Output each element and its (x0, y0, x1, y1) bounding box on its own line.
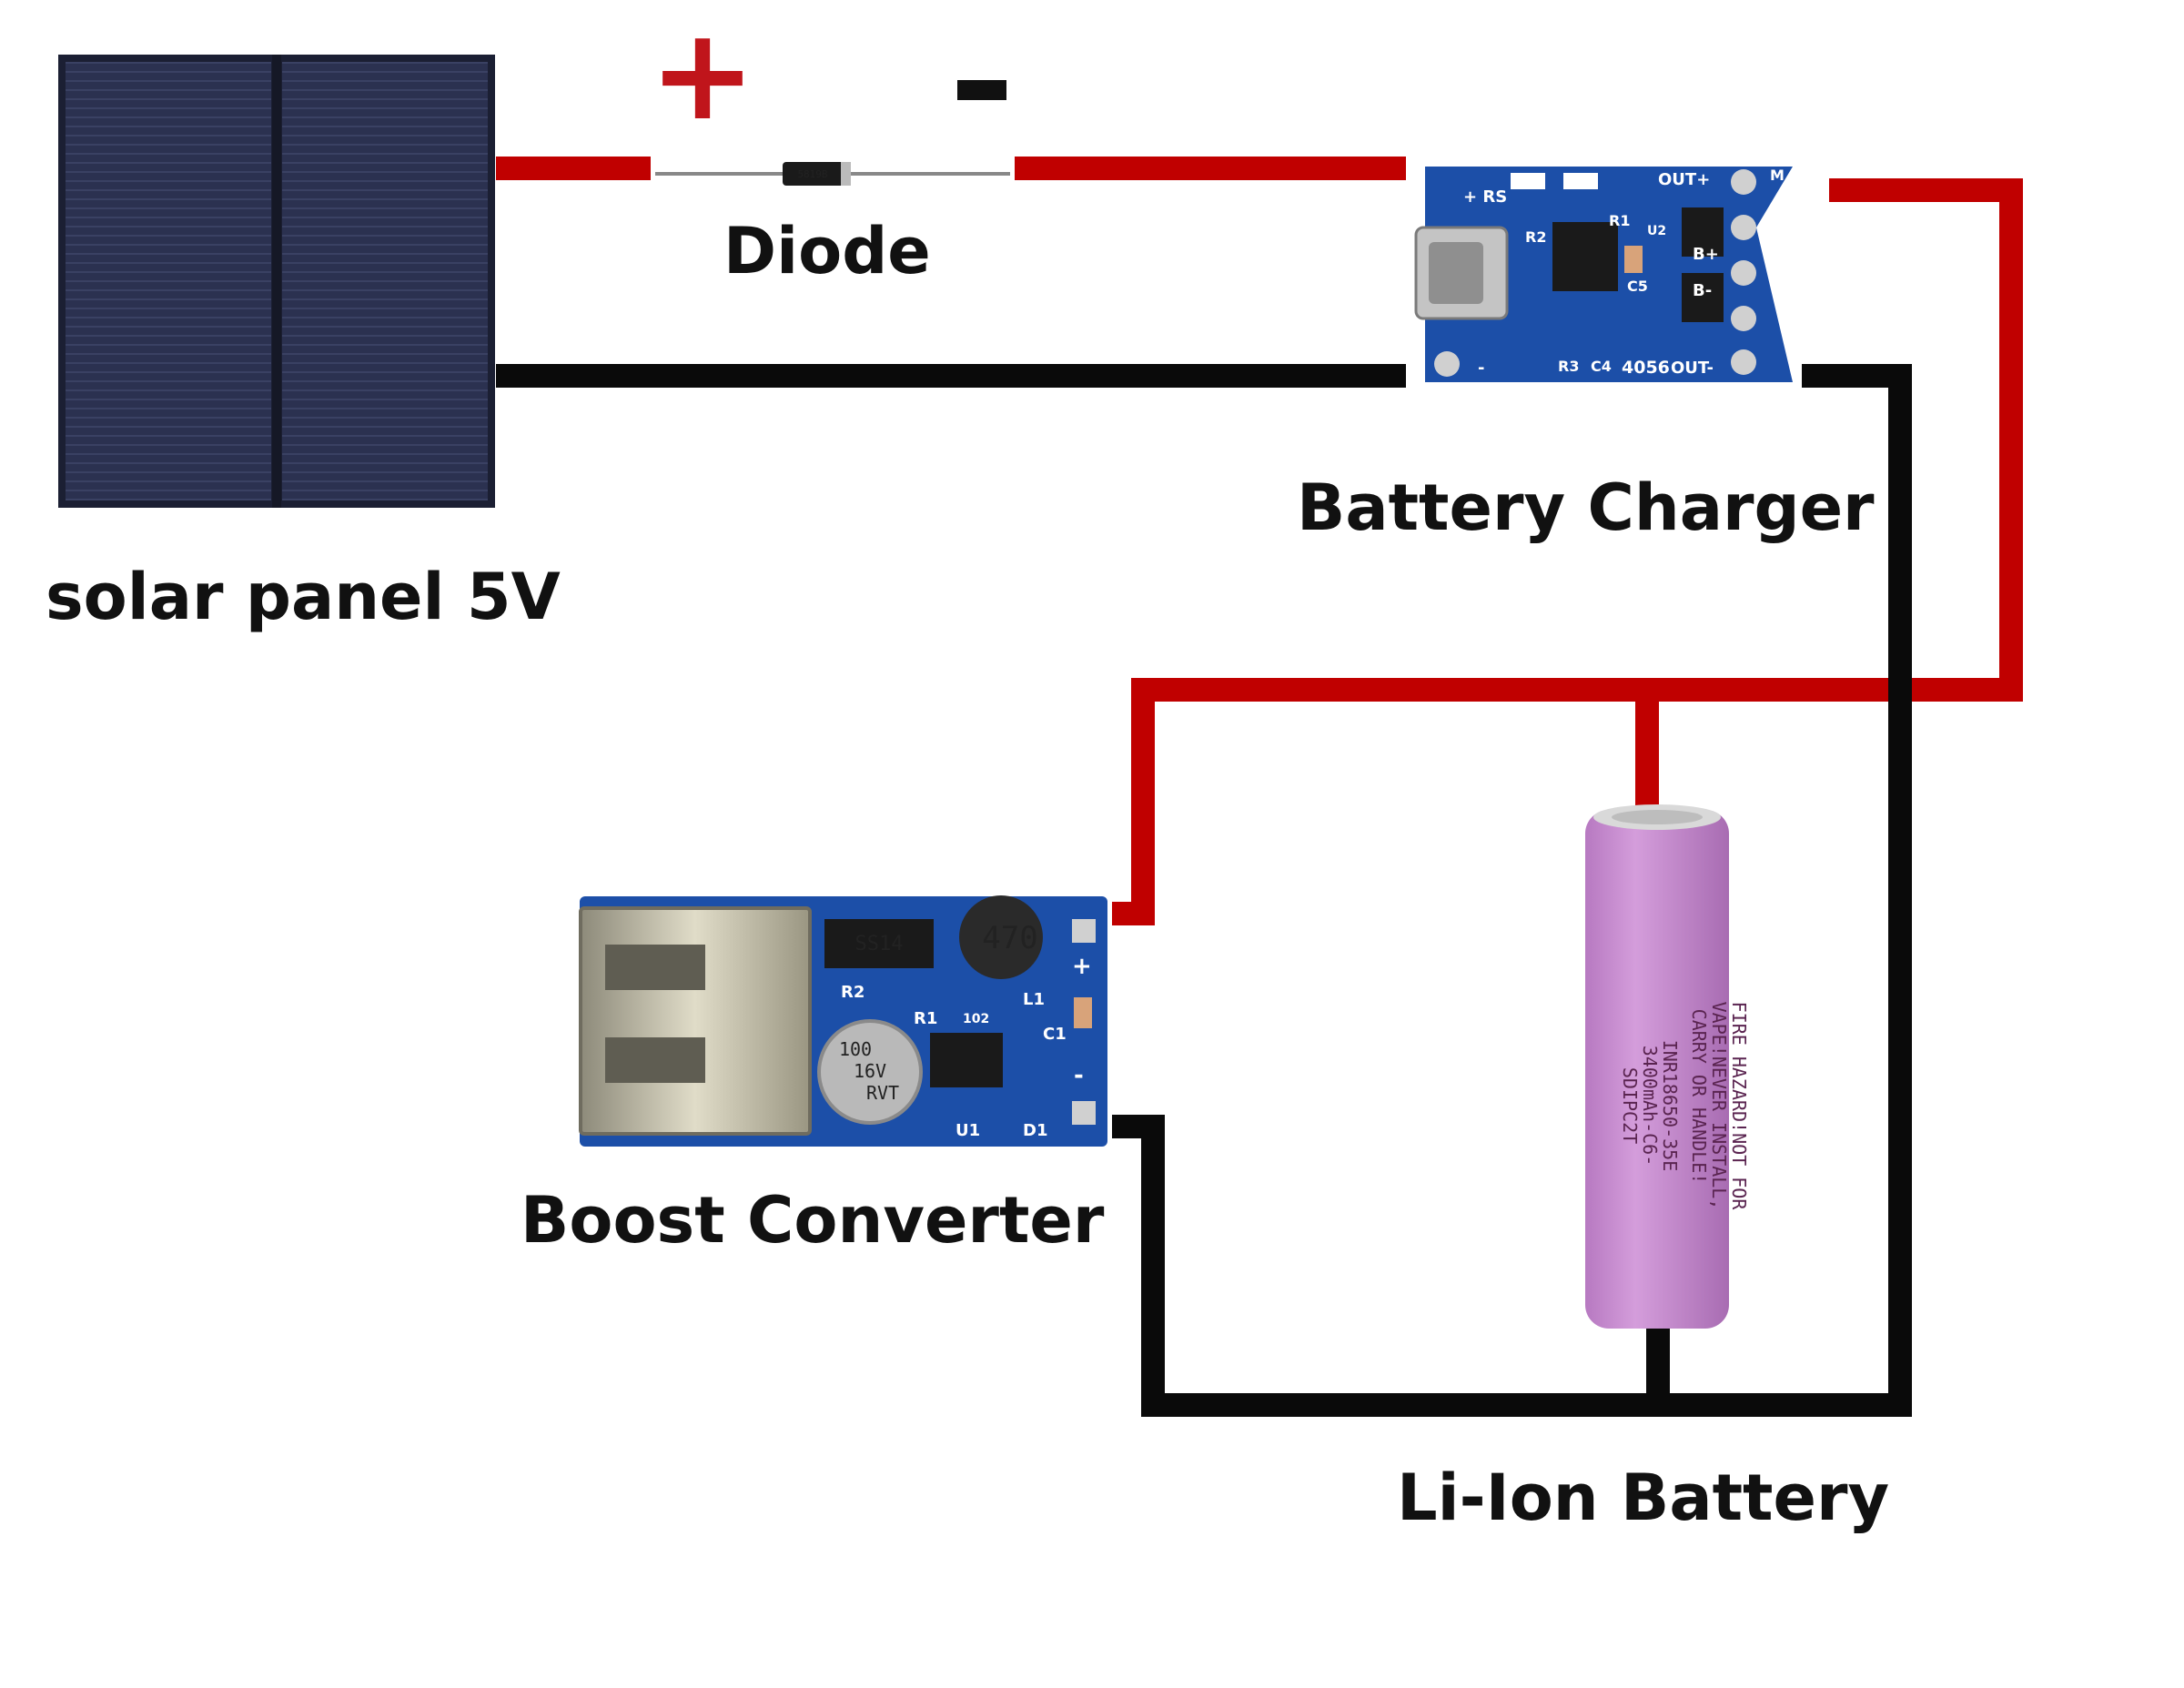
boost-cap-line1: 100 (839, 1038, 872, 1060)
battery-text-line2: VAPE!NEVER INSTALL, (1708, 1002, 1730, 1210)
li-ion-battery: FIRE HAZARD!NOT FOR VAPE!NEVER INSTALL, … (1585, 804, 1750, 1329)
charger-r3-label: R3 (1558, 358, 1579, 375)
charger-c5-label: C5 (1627, 278, 1648, 295)
plus-sign-icon: + (649, 1, 755, 149)
label-boost-converter: Boost Converter (521, 1183, 1105, 1258)
minus-sign-icon (957, 80, 1006, 100)
battery-charger-board: + RS OUT+ M R1 R2 U2 C5 B+ B- R3 C4 4056… (1414, 167, 1793, 382)
boost-l1-label: L1 (1023, 990, 1045, 1009)
charger-r1-label: R1 (1609, 212, 1630, 229)
charger-r2-label: R2 (1525, 228, 1546, 246)
charger-m-label: M (1770, 167, 1785, 184)
charger-b-plus-label: B+ (1693, 245, 1719, 264)
charger-rs-label: + RS (1463, 187, 1507, 207)
battery-text-line5: 3400mAh-C6- (1639, 1046, 1661, 1166)
boost-r1-label: R1 (914, 1009, 937, 1028)
label-solar-panel: solar panel 5V (46, 560, 561, 634)
charger-chip-label: 4056 (1622, 358, 1670, 378)
charger-out-minus-label: OUT- (1671, 359, 1714, 378)
boost-converter-board: SS14 470 100 16V RVT R2 R1 102 L1 C1 D1 … (579, 895, 1107, 1147)
battery-text-line4: INR18650-35E (1659, 1040, 1681, 1172)
charger-b-minus-label: B- (1693, 281, 1712, 300)
battery-text-line1: FIRE HAZARD!NOT FOR (1728, 1002, 1750, 1211)
wiring (496, 157, 2023, 1417)
charger-minus-label: - (1478, 359, 1484, 378)
charger-u2-label: U2 (1647, 224, 1666, 238)
battery-text-line3: CARRY OR HANDLE! (1688, 1009, 1710, 1185)
wire-charger-positive-out (1112, 178, 2023, 925)
label-diode: Diode (723, 214, 931, 288)
solar-panel (58, 55, 495, 508)
boost-c1-label: C1 (1043, 1025, 1067, 1044)
boost-inductor-marking: 470 (982, 920, 1037, 956)
boost-d1-label: D1 (1023, 1121, 1047, 1140)
wire-charger-negative-out (1112, 364, 1912, 1417)
boost-cap-line2: 16V (854, 1060, 886, 1082)
boost-cap-line3: RVT (866, 1082, 899, 1104)
boost-r2-label: R2 (841, 983, 864, 1002)
charger-out-plus-label: OUT+ (1658, 170, 1710, 189)
boost-u1-label: U1 (956, 1121, 980, 1140)
boost-plus-label: + (1072, 953, 1092, 980)
charger-c4-label: C4 (1591, 358, 1612, 375)
battery-text-line6: SDIPC2T (1619, 1067, 1641, 1144)
diode-component: 5819B (655, 162, 1010, 186)
boost-diode-marking: SS14 (855, 933, 904, 955)
boost-minus-label: - (1074, 1062, 1084, 1089)
label-battery-charger: Battery Charger (1297, 470, 1875, 545)
boost-r102-label: 102 (963, 1012, 989, 1026)
diode-marking: 5819B (797, 168, 827, 180)
label-li-ion-battery: Li-Ion Battery (1397, 1461, 1889, 1535)
